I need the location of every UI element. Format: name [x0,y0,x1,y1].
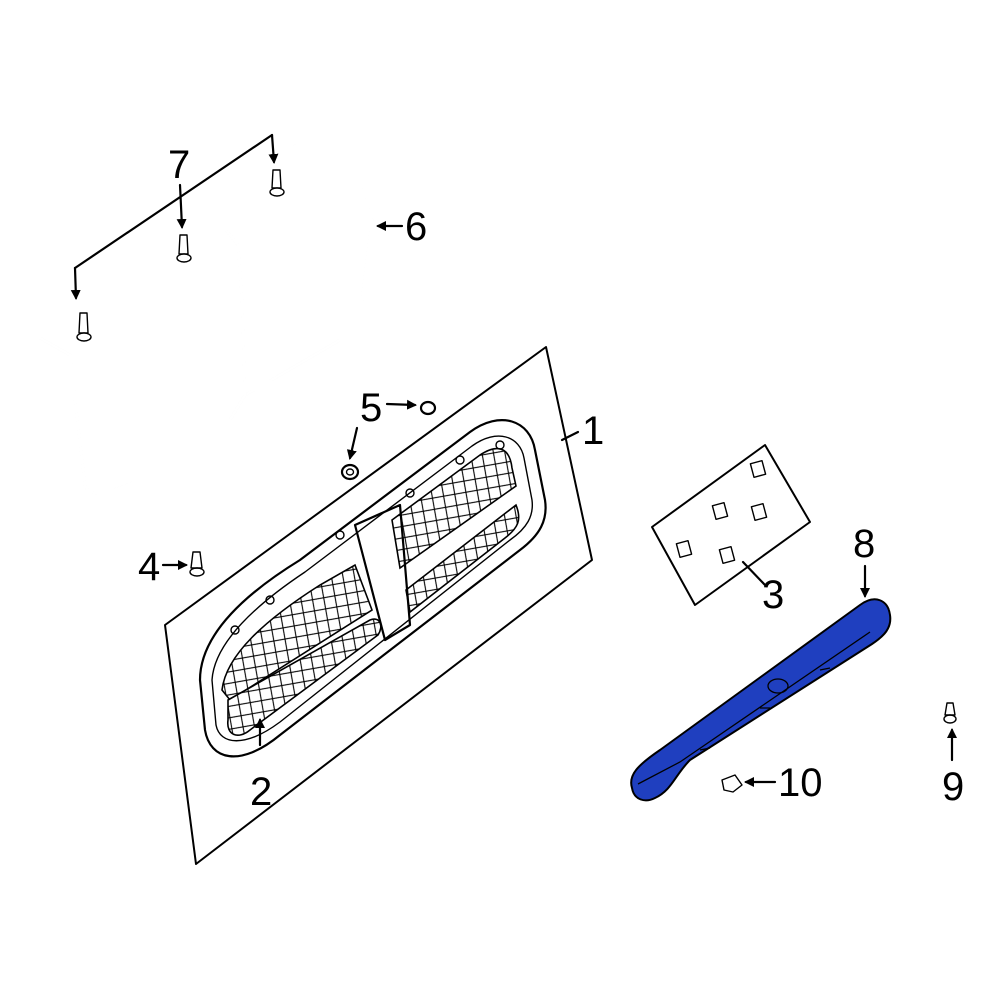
callout-3-leader [741,560,767,587]
screw-part-9[interactable] [943,702,957,724]
callout-7-label: 7 [168,143,190,187]
callout-2-label: 2 [250,770,272,814]
retainer-part-10[interactable] [721,774,743,793]
callout-1-label: 1 [582,409,604,453]
callout-8-label: 8 [853,522,875,566]
callout-1-leader [560,430,580,442]
washer-hose[interactable] [38,144,374,495]
callout-4-label: 4 [138,545,160,589]
grille-panel[interactable] [164,346,593,865]
callout-5-label: 5 [360,386,382,430]
callout-5-arrow-a [385,399,417,410]
callout-7-leaders [70,133,279,300]
callout-6-label: 6 [405,205,427,249]
clip-kit[interactable] [651,444,811,606]
callout-5-arrow-b [346,426,359,460]
nut-part-5[interactable] [340,400,437,481]
molding-highlighted[interactable] [630,598,892,802]
callout-9-label: 9 [942,765,964,809]
screw-part-4[interactable] [189,551,205,577]
clip-part-7[interactable] [76,169,285,342]
callout-10-label: 10 [778,761,823,805]
callout-3-label: 3 [762,573,784,617]
